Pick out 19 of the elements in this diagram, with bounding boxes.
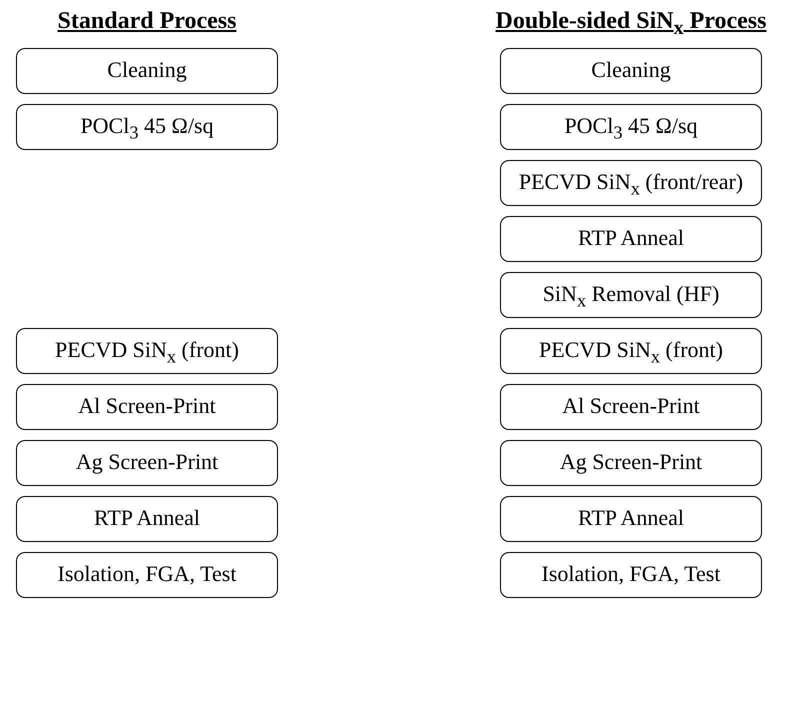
- process-step-box: PECVD SiN$_{x}$ (front): [500, 328, 762, 374]
- process-step-box: Cleaning: [16, 48, 278, 94]
- process-step-box: SiN$_{x}$ Removal (HF): [500, 272, 762, 318]
- process-step-box: Isolation, FGA, Test: [500, 552, 762, 598]
- process-step-box: RTP Anneal: [16, 496, 278, 542]
- process-step-box: PECVD SiN$_{x}$ (front/rear): [500, 160, 762, 206]
- process-step-box: Cleaning: [500, 48, 762, 94]
- column-heading: Standard Process: [58, 8, 236, 35]
- process-step-box: RTP Anneal: [500, 496, 762, 542]
- process-step-box: Ag Screen-Print: [500, 440, 762, 486]
- process-step-box: PECVD SiN$_{x}$ (front): [16, 328, 278, 374]
- process-step-box: Al Screen-Print: [16, 384, 278, 430]
- process-step-box: POCl$_{3}$ 45 Ω/sq: [16, 104, 278, 150]
- process-step-box: RTP Anneal: [500, 216, 762, 262]
- process-step-box: Al Screen-Print: [500, 384, 762, 430]
- column-heading: Double-sided SiN$_{x}$ Process: [496, 8, 766, 40]
- process-step-box: Ag Screen-Print: [16, 440, 278, 486]
- process-step-box: POCl$_{3}$ 45 Ω/sq: [500, 104, 762, 150]
- process-step-box: Isolation, FGA, Test: [16, 552, 278, 598]
